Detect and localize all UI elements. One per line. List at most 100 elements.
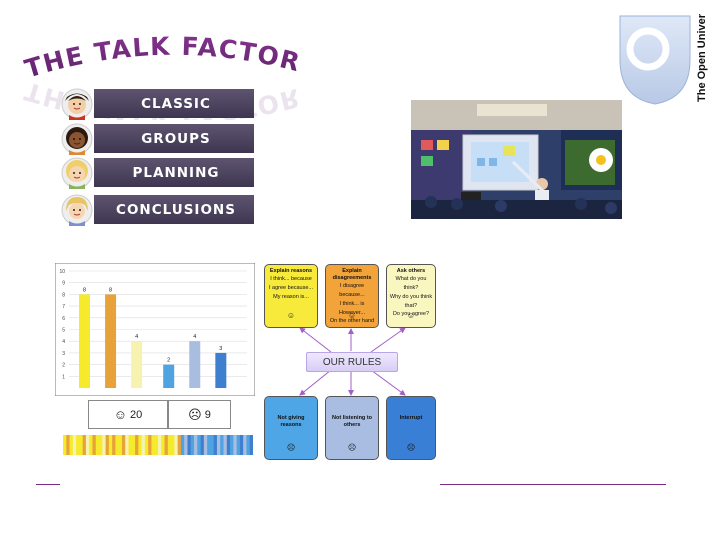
- frown-face-icon: ☹: [406, 443, 416, 453]
- color-stripe: [158, 435, 162, 455]
- color-stripe: [210, 435, 214, 455]
- color-stripe: [230, 435, 234, 455]
- color-stripe: [226, 435, 231, 455]
- chart-y-tick-label: 10: [59, 269, 65, 275]
- chart-bar: [131, 341, 143, 388]
- color-stripe: [167, 435, 172, 455]
- rule-phrase: Do you agree?: [392, 311, 430, 318]
- menu-item-groups[interactable]: GROUPS: [58, 123, 254, 155]
- color-stripe: [121, 435, 126, 455]
- rule-phrase: What do you think?: [395, 276, 427, 291]
- color-stripe: [131, 435, 136, 455]
- menu-label-groups: GROUPS: [141, 130, 211, 147]
- menu-label-planning: PLANNING: [132, 164, 220, 181]
- color-stripe: [236, 435, 241, 455]
- color-stripe: [203, 435, 208, 455]
- open-university-text: The Open University: [696, 14, 708, 102]
- color-stripe: [95, 435, 100, 455]
- color-stripe-strip: [63, 435, 253, 455]
- chart-data-label: 8: [109, 287, 112, 293]
- sad-count: 9: [204, 408, 211, 421]
- menu-bar: [94, 89, 254, 118]
- color-stripe: [246, 435, 251, 455]
- chart-y-tick-label: 4: [62, 339, 65, 345]
- frown-face-icon: ☹: [347, 443, 357, 453]
- our-rules-label: OUR RULES: [306, 352, 398, 372]
- color-stripe: [151, 435, 156, 455]
- color-stripe: [66, 435, 70, 455]
- rule-title: Interrupt: [399, 415, 423, 421]
- color-stripe: [154, 435, 159, 455]
- smile-face-icon: ☺: [406, 311, 416, 321]
- rule-arrows: [299, 327, 406, 396]
- color-stripe: [112, 435, 116, 455]
- menu-bar: [94, 124, 254, 153]
- color-stripe: [177, 435, 182, 455]
- child-avatar-icon: [61, 194, 93, 226]
- color-stripe: [125, 435, 129, 455]
- chart-bars: [79, 294, 227, 388]
- menu-item-conclusions[interactable]: CONCLUSIONS: [58, 194, 254, 226]
- rule-phrase: I think... because: [270, 276, 312, 283]
- color-stripe: [82, 435, 87, 455]
- color-stripe: [108, 435, 113, 455]
- rule-title: Explain reasons: [269, 268, 313, 274]
- color-stripe: [213, 435, 218, 455]
- menu-item-planning[interactable]: PLANNING: [58, 157, 254, 189]
- color-stripe: [249, 435, 253, 455]
- chart-y-tick-label: 9: [62, 281, 65, 287]
- color-stripe: [187, 435, 192, 455]
- menu-bar: [94, 158, 254, 187]
- rule-title: Not listening to others: [331, 415, 373, 429]
- chart-data-label: 2: [167, 358, 170, 364]
- chart-y-tick-label: 1: [62, 374, 65, 380]
- color-stripe: [63, 435, 67, 455]
- color-stripe: [164, 435, 169, 455]
- chart-y-tick-label: 5: [62, 328, 65, 334]
- rule-phrase: Why do you think that?: [389, 293, 433, 309]
- color-stripe: [72, 435, 77, 455]
- color-stripe: [69, 435, 74, 455]
- rule-phrase: My reason is...: [273, 293, 309, 300]
- color-stripe: [105, 435, 110, 455]
- menu-label-conclusions: CONCLUSIONS: [116, 201, 236, 218]
- color-stripe: [102, 435, 106, 455]
- color-stripe: [92, 435, 97, 455]
- color-stripe: [184, 435, 188, 455]
- sad-count-box: ☹ 9: [168, 400, 231, 429]
- color-stripe: [207, 435, 211, 455]
- color-stripe: [148, 435, 152, 455]
- color-stripe: [194, 435, 198, 455]
- rule-phrase: I think... is: [339, 300, 365, 307]
- color-stripe: [118, 435, 123, 455]
- menu-item-classic[interactable]: CLASSIC: [58, 88, 254, 120]
- classroom-photo: [411, 100, 622, 219]
- rule-phrase: I disagree because...: [339, 283, 365, 299]
- color-stripe: [243, 435, 247, 455]
- color-stripe: [85, 435, 90, 455]
- child-avatar-icon: [61, 88, 93, 120]
- chart-data-label: 3: [219, 346, 222, 352]
- color-stripe: [190, 435, 195, 455]
- rule-box: Not listening to others ☹: [325, 396, 379, 460]
- color-stripe: [216, 435, 221, 455]
- color-stripe: [76, 435, 80, 455]
- chart-y-tick-label: 8: [62, 292, 65, 298]
- menu-bar: [94, 195, 254, 224]
- color-stripe: [239, 435, 244, 455]
- chart-y-tick-label: 7: [62, 304, 65, 310]
- color-stripe: [135, 435, 139, 455]
- chart-data-label: 4: [193, 334, 196, 340]
- footer-line-left: [36, 484, 60, 485]
- rule-title: Explain disagreements: [332, 268, 372, 282]
- chart-data-label: 8: [83, 287, 86, 293]
- chart-bar: [163, 364, 175, 388]
- open-university-logo: The Open University: [619, 14, 708, 105]
- color-stripe: [128, 435, 133, 455]
- rule-box: Not giving reasons☹: [264, 396, 318, 460]
- rule-phrase: However...: [339, 309, 365, 316]
- color-stripe: [144, 435, 149, 455]
